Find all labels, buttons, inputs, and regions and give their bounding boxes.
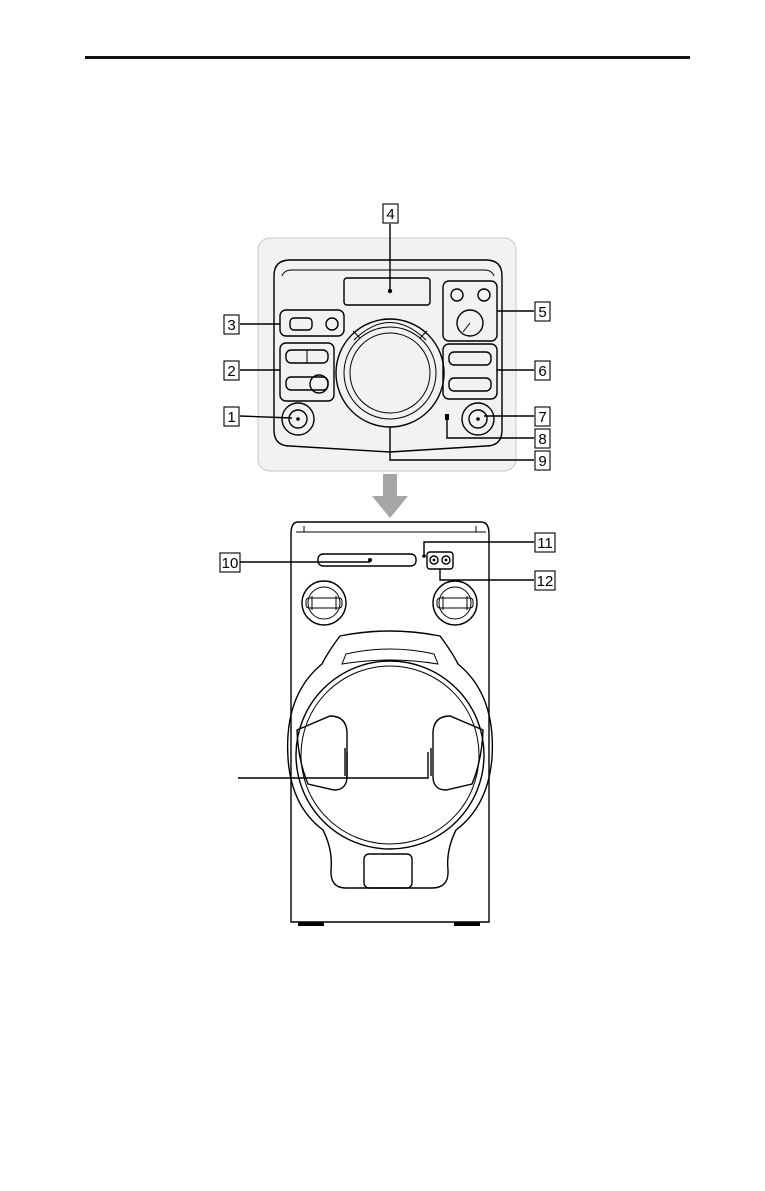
callout-4: 4	[383, 204, 398, 223]
svg-text:9: 9	[538, 453, 546, 470]
sensor-8	[445, 414, 449, 420]
tweeter-right-ring	[439, 587, 471, 619]
callout-8: 8	[535, 429, 550, 448]
disc-slot	[318, 554, 416, 566]
leader-12	[440, 569, 534, 580]
unit-foot-right	[454, 922, 480, 926]
button-7-dot	[476, 417, 480, 421]
callout-10: 10	[220, 553, 240, 572]
bass-port	[364, 854, 412, 888]
svg-text:3: 3	[227, 317, 235, 334]
svg-text:8: 8	[538, 431, 546, 448]
unit-foot-left	[298, 922, 324, 926]
svg-text:7: 7	[538, 409, 546, 426]
jack-12-right-center	[445, 559, 448, 562]
tweeter-left-ring	[308, 587, 340, 619]
svg-text:2: 2	[227, 363, 235, 380]
tweeter-right-bar	[437, 598, 473, 608]
jack-panel-12	[427, 552, 453, 569]
callout-6: 6	[535, 361, 550, 380]
woofer-surround	[301, 666, 479, 844]
svg-text:10: 10	[222, 555, 239, 572]
callout-9: 9	[535, 451, 550, 470]
tweeter-left	[302, 581, 346, 625]
jack-12-left-center	[433, 559, 436, 562]
leader-11	[424, 542, 534, 556]
callout-12: 12	[535, 571, 555, 590]
tweeter-left-bar	[306, 598, 342, 608]
callout-3: 3	[224, 315, 239, 334]
svg-text:5: 5	[538, 304, 546, 321]
callout-5: 5	[535, 302, 550, 321]
woofer-handle	[342, 649, 438, 664]
view-arrow	[372, 474, 408, 518]
svg-text:11: 11	[537, 535, 553, 552]
tweeter-right	[433, 581, 477, 625]
svg-text:1: 1	[227, 409, 235, 426]
leader-woofer	[238, 752, 428, 778]
button-1-dot	[296, 417, 300, 421]
woofer-cone	[296, 661, 484, 849]
svg-text:12: 12	[537, 573, 554, 590]
svg-text:4: 4	[386, 206, 394, 223]
svg-text:6: 6	[538, 363, 546, 380]
callout-7: 7	[535, 407, 550, 426]
callout-1: 1	[224, 407, 239, 426]
callout-11: 11	[535, 533, 555, 552]
callout-2: 2	[224, 361, 239, 380]
top-panel-background	[258, 238, 516, 471]
